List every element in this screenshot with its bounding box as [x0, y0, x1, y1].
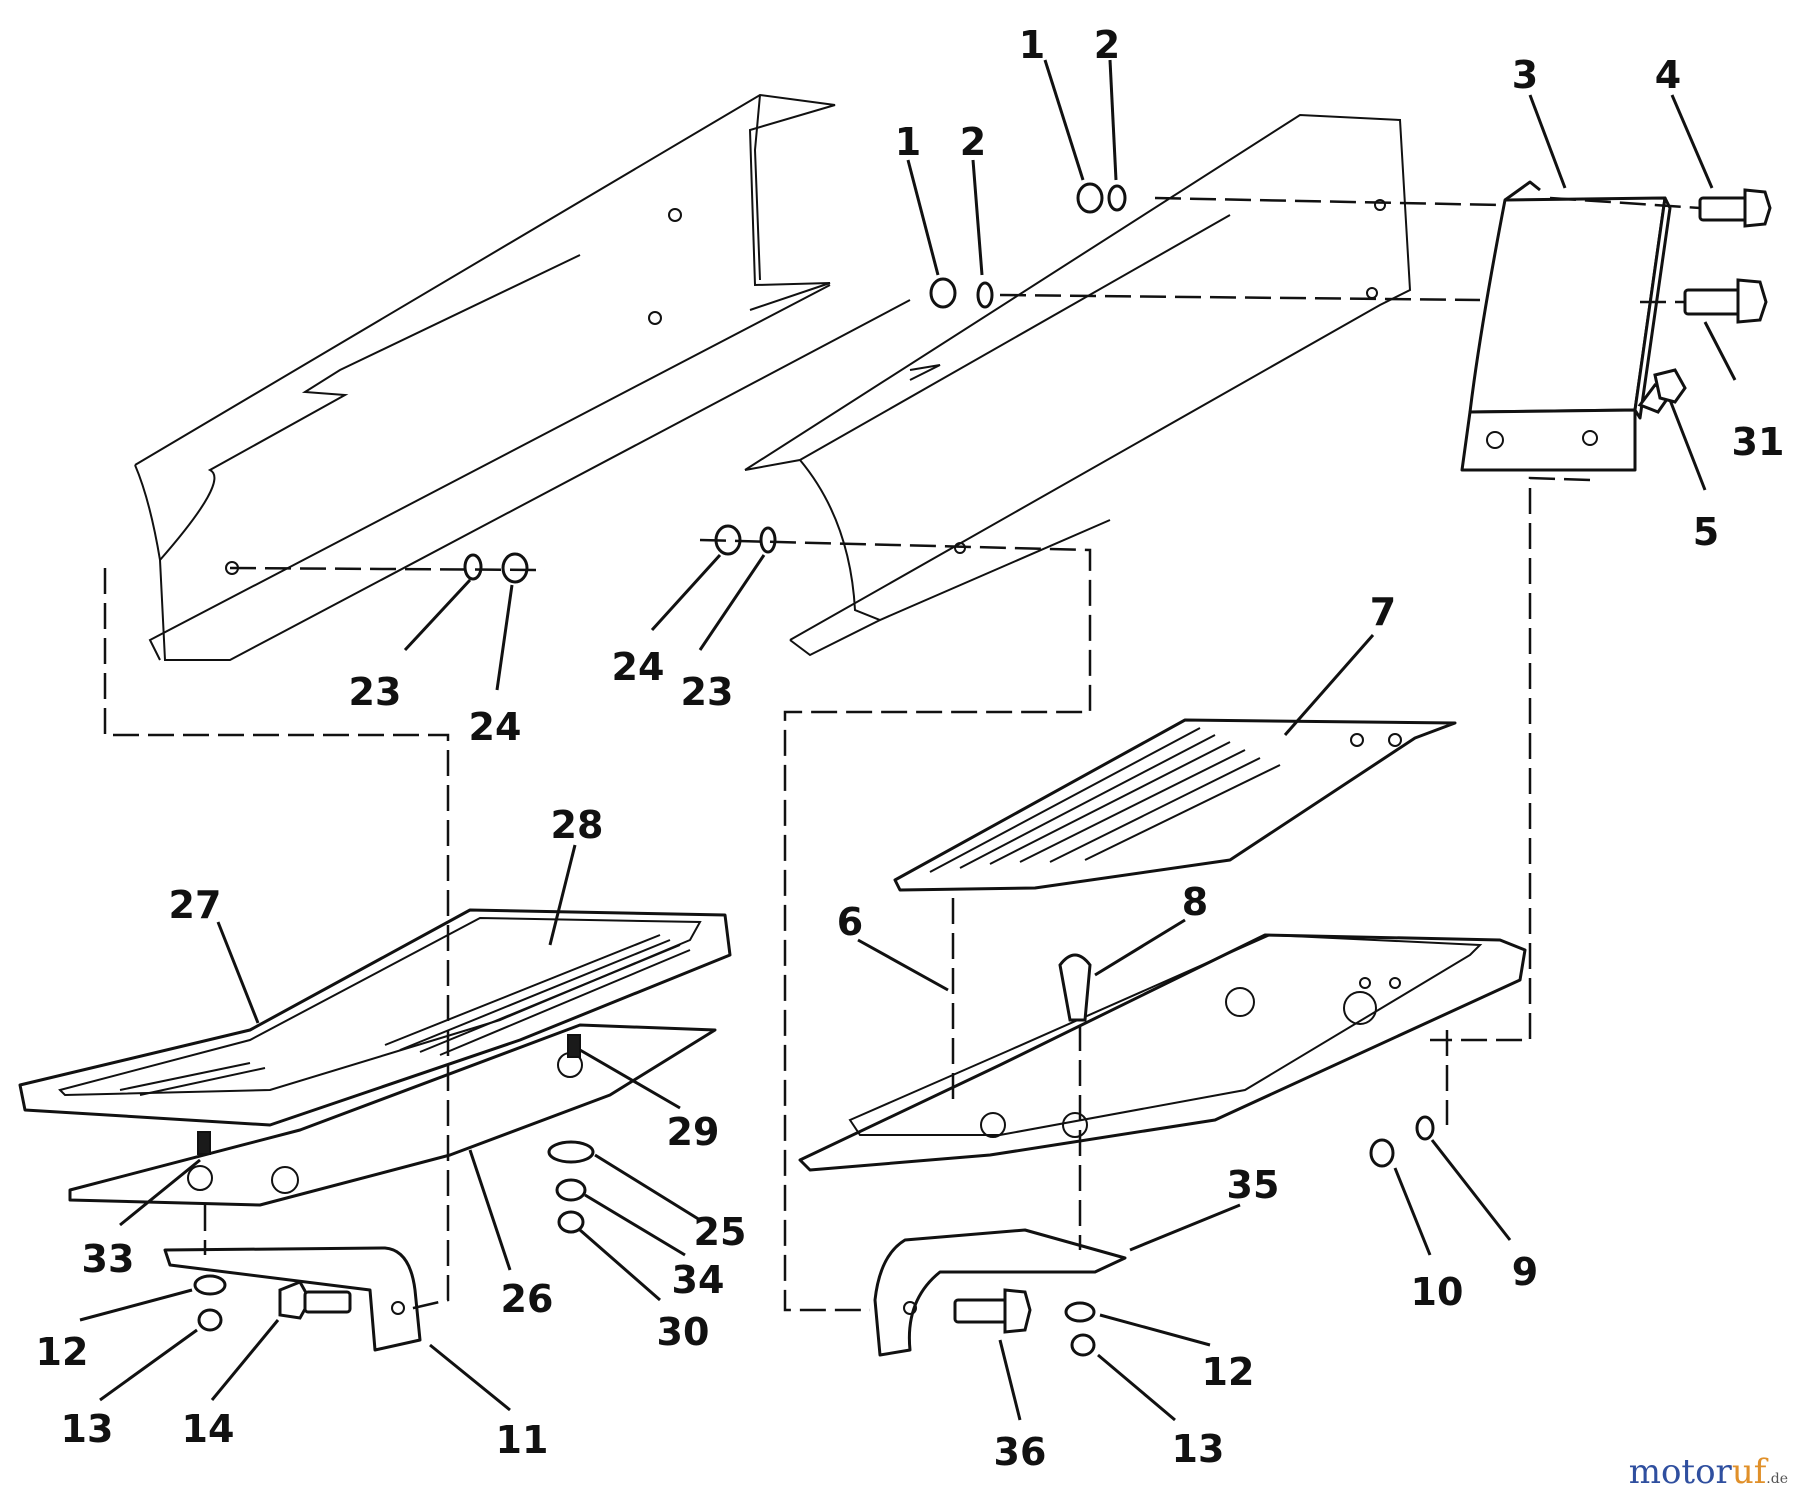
callout-29: 29	[667, 1110, 720, 1154]
callout-10: 10	[1411, 1270, 1464, 1314]
callout-35: 35	[1227, 1163, 1280, 1207]
callout-24: 24	[469, 705, 522, 749]
callouts: 1 2 1 2 3 4 31 5 23 24 24 23 7 28 27 6 8…	[36, 23, 1785, 1474]
callout-2: 2	[960, 120, 986, 164]
right-bracket	[873, 1228, 1127, 1357]
callout-11: 11	[496, 1418, 549, 1462]
callout-34: 34	[672, 1258, 725, 1302]
callout-14: 14	[182, 1407, 235, 1451]
callout-13: 13	[61, 1407, 114, 1451]
right-frame-rail	[744, 113, 1412, 657]
right-footrest	[798, 933, 1527, 1172]
callout-24: 24	[612, 645, 665, 689]
callout-9: 9	[1512, 1250, 1538, 1294]
left-mounting-plate	[68, 1023, 717, 1207]
watermark-logo: motoruf.de	[1628, 1452, 1788, 1492]
assembly-lines	[103, 196, 1701, 1312]
callout-31: 31	[1732, 420, 1785, 464]
leader-lines	[79, 59, 1737, 1422]
callout-1: 1	[895, 120, 921, 164]
callout-13: 13	[1172, 1427, 1225, 1471]
callout-25: 25	[694, 1210, 747, 1254]
callout-7: 7	[1370, 590, 1396, 634]
callout-6: 6	[837, 900, 863, 944]
callout-1: 1	[1019, 23, 1045, 67]
callout-23: 23	[349, 670, 402, 714]
callout-26: 26	[501, 1277, 554, 1321]
callout-36: 36	[994, 1430, 1047, 1474]
mounting-bracket	[1460, 180, 1672, 472]
left-frame-rail	[134, 93, 911, 661]
left-bracket	[163, 1246, 422, 1352]
callout-33: 33	[82, 1237, 135, 1281]
callout-2: 2	[1094, 23, 1120, 67]
callout-23: 23	[681, 670, 734, 714]
callout-30: 30	[657, 1310, 710, 1354]
hardware	[193, 182, 1772, 1357]
callout-27: 27	[169, 883, 222, 927]
callout-4: 4	[1655, 53, 1681, 97]
callout-12: 12	[1202, 1350, 1255, 1394]
left-footrest	[18, 908, 732, 1127]
callout-8: 8	[1182, 880, 1208, 924]
callout-28: 28	[551, 803, 604, 847]
callout-5: 5	[1693, 510, 1719, 554]
callout-12: 12	[36, 1330, 89, 1374]
step-plate	[893, 718, 1457, 892]
callout-3: 3	[1512, 53, 1538, 97]
